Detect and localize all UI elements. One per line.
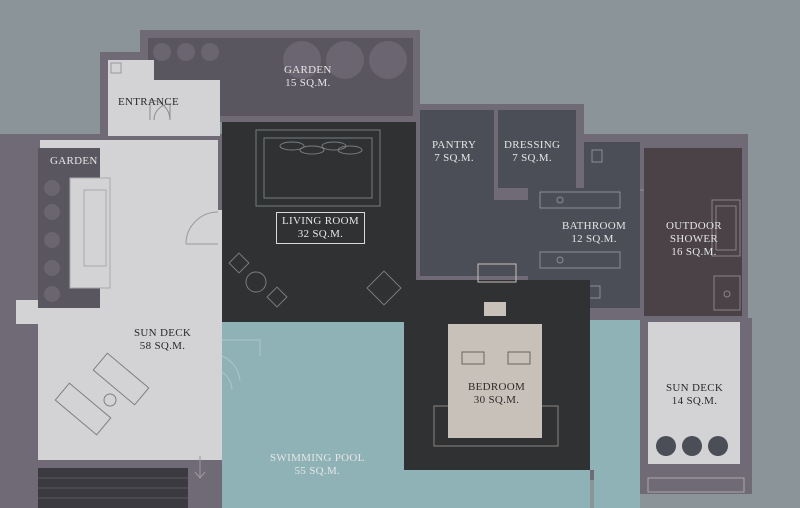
bed-pillows bbox=[461, 351, 531, 365]
garden-left-plants bbox=[44, 180, 60, 302]
pool-side-strip bbox=[594, 322, 640, 508]
sun-loungers bbox=[54, 352, 150, 436]
toilet-area bbox=[584, 142, 640, 190]
stair-arrow bbox=[194, 456, 206, 479]
living-room-chairs bbox=[228, 252, 402, 308]
bed bbox=[448, 340, 542, 438]
pantry-area bbox=[420, 110, 494, 202]
planter-box bbox=[69, 177, 111, 289]
bottom-left-lines bbox=[38, 477, 188, 499]
sun-deck-small-pots bbox=[656, 436, 728, 456]
living-room-sofa bbox=[255, 129, 381, 207]
sun-deck-small-step bbox=[647, 477, 745, 493]
living-room-area bbox=[222, 122, 416, 322]
entrance-lamp-box bbox=[110, 62, 122, 74]
outdoor-shower-area bbox=[644, 148, 742, 316]
pool-steps bbox=[221, 339, 261, 391]
swimming-pool-area bbox=[222, 320, 640, 508]
planter-box-inner bbox=[83, 189, 107, 267]
entrance-door-swing bbox=[149, 99, 171, 121]
bed-headboard bbox=[448, 324, 542, 340]
garden-top-plants bbox=[153, 41, 407, 79]
outdoor-shower-fixtures bbox=[711, 199, 741, 311]
entrance-lobby bbox=[150, 80, 220, 136]
deck-door-swing bbox=[185, 211, 219, 245]
hall-area bbox=[420, 200, 528, 276]
entrance-area bbox=[108, 60, 154, 136]
bedroom-closet-doors bbox=[477, 263, 517, 283]
bedroom-bench bbox=[484, 302, 506, 316]
dressing-area bbox=[498, 110, 576, 188]
